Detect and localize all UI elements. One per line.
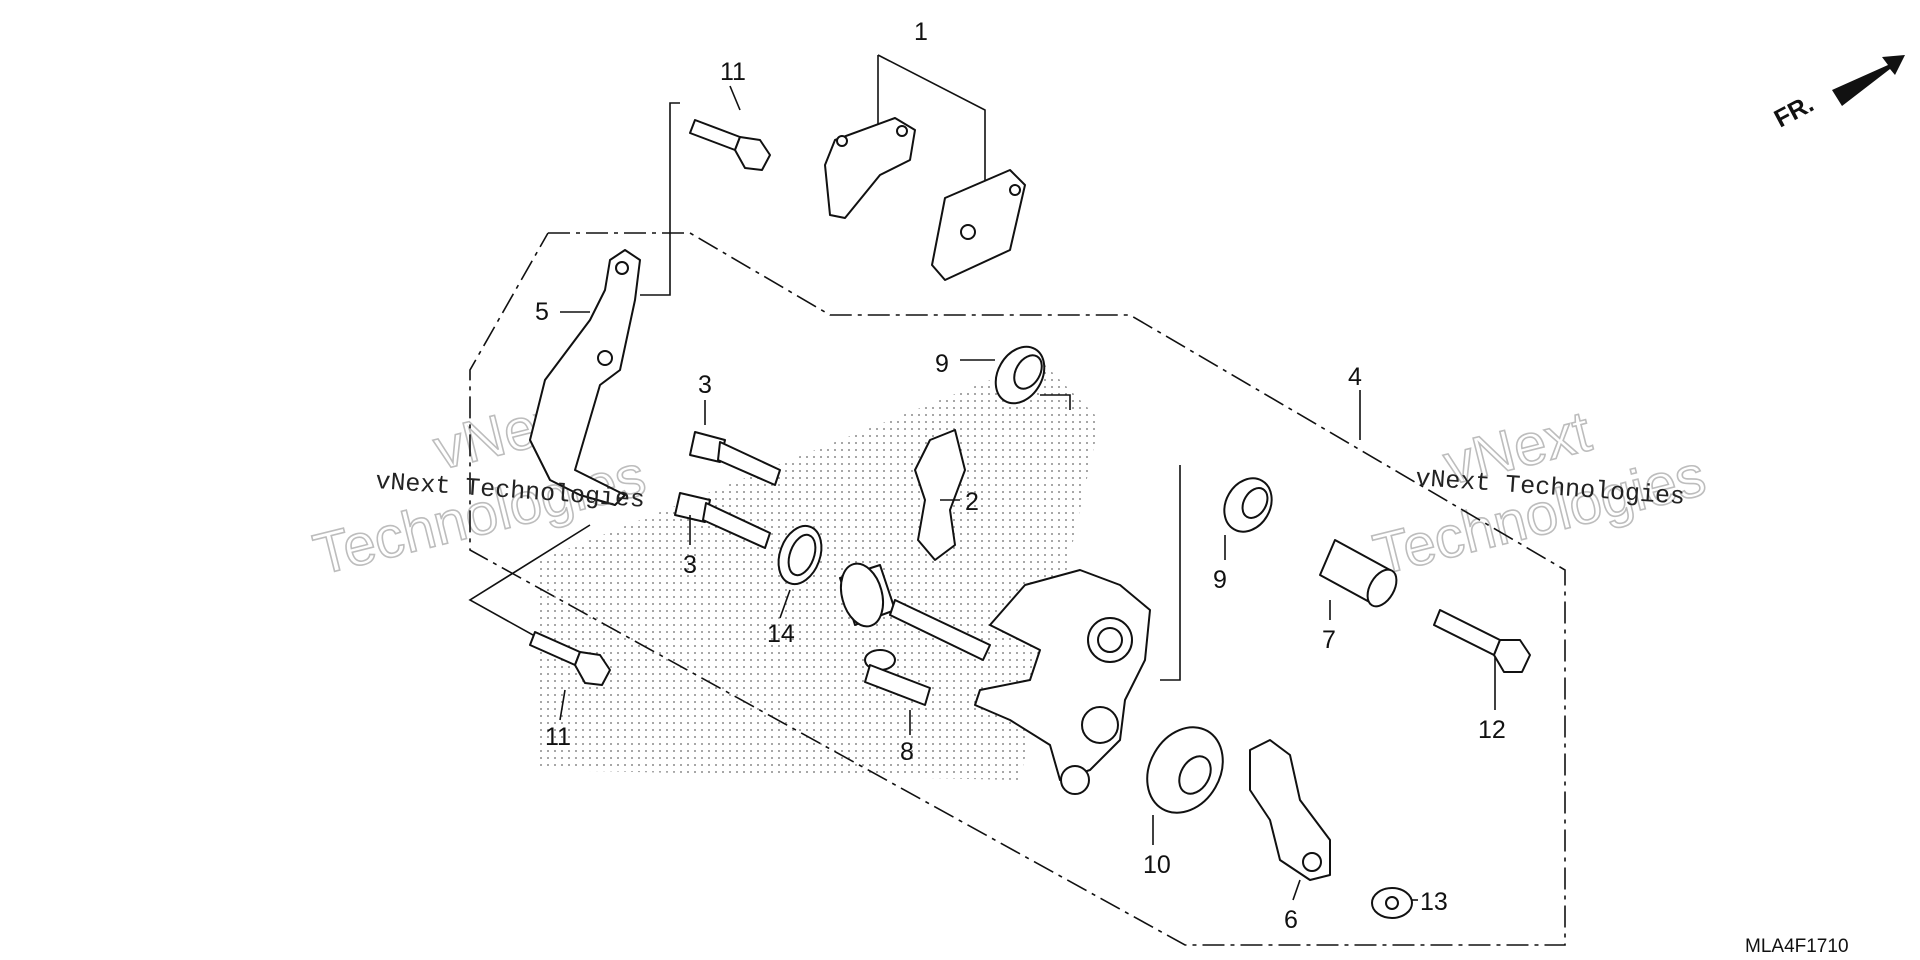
caliper-bore-inner: [1097, 627, 1123, 653]
part-label-10: 10: [1143, 851, 1171, 879]
piston-assembly[interactable]: [834, 559, 991, 661]
pin-boot-lower[interactable]: [1215, 470, 1281, 540]
pin-boot-upper[interactable]: [986, 338, 1054, 412]
part-label-2: 2: [965, 488, 979, 516]
bracket-hole: [615, 261, 629, 275]
pad-hole: [960, 224, 976, 240]
part-label-6: 6: [1284, 906, 1298, 934]
caliper-lever[interactable]: [1249, 739, 1331, 881]
bracket-9: [1040, 394, 1071, 410]
bracket-7-group: [1160, 465, 1181, 681]
front-direction-indicator: FR.: [1770, 55, 1905, 133]
part-label-14: 14: [767, 620, 795, 648]
pad-spring[interactable]: [914, 429, 966, 561]
flange-nut[interactable]: [1371, 887, 1413, 919]
part-label-4: 4: [1348, 363, 1362, 391]
part-label-3-lower: 3: [683, 551, 697, 579]
part-label-9-upper: 9: [935, 350, 949, 378]
brake-pad-right[interactable]: [931, 169, 1026, 281]
part-label-12: 12: [1478, 716, 1506, 744]
leader-lines: [559, 85, 1361, 901]
assembly-outline: [469, 232, 1566, 946]
part-label-9-lower: 9: [1213, 566, 1227, 594]
collar[interactable]: [1319, 539, 1402, 611]
bleeder-bolt[interactable]: [864, 649, 931, 706]
bracket-11-upper: [640, 102, 680, 296]
part-label-11-lower: 11: [545, 723, 571, 751]
part-label-13: 13: [1420, 888, 1448, 916]
part-label-8: 8: [900, 738, 914, 766]
part-label-5: 5: [535, 298, 549, 326]
part-label-3-upper: 3: [698, 371, 712, 399]
pad-hole: [836, 135, 848, 147]
slide-pin-lower[interactable]: [674, 492, 771, 549]
flange-bolt-upper[interactable]: [689, 119, 771, 171]
pad-hole: [896, 125, 908, 137]
slide-pin-upper[interactable]: [689, 431, 781, 486]
bracket-11-lower: [468, 524, 591, 651]
part-label-1: 1: [914, 18, 928, 46]
part-label-11-upper: 11: [720, 58, 746, 86]
part-label-7: 7: [1322, 626, 1336, 654]
dust-boot[interactable]: [1132, 714, 1238, 827]
bracket-hole: [597, 350, 613, 366]
part-labels: 1 2 3 3 4 5 6 7 8 9 9 10 11 11 12 13 14: [535, 18, 1506, 934]
pad-hole: [1009, 184, 1021, 196]
piston-seal[interactable]: [771, 520, 829, 590]
caliper-port-lower: [1060, 765, 1090, 795]
flange-bolt-lower[interactable]: [529, 631, 611, 686]
front-arrow-icon: [1832, 55, 1905, 106]
lever-spline: [1302, 852, 1322, 872]
caliper-port: [1081, 706, 1119, 744]
front-label: FR.: [1770, 90, 1819, 134]
figure-code: MLA4F1710: [1745, 936, 1849, 957]
caliper-bracket[interactable]: [529, 249, 641, 506]
caliper-bolt[interactable]: [1433, 609, 1531, 673]
brake-pads[interactable]: [824, 117, 1026, 281]
